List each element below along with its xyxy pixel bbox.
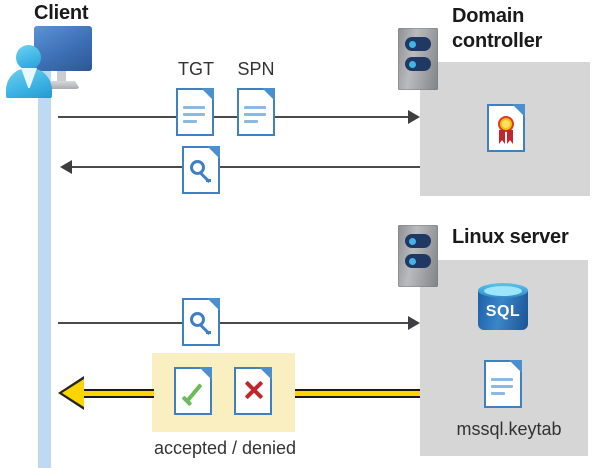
spn-document-icon [237,88,275,136]
keytab-filename-label: mssql.keytab [456,419,562,439]
message-1-arrow-head [408,110,420,124]
certificate-document-icon [487,104,525,152]
service-ticket-key-document-icon [182,146,220,194]
domain-controller-server-icon [398,28,438,90]
spn-label: SPN [237,59,275,79]
message-3-arrow-head [408,316,420,330]
client-lifeline [38,60,51,468]
message-2-arrow-head [60,160,72,174]
message-4-arrow-line-left [82,389,154,398]
message-4-arrow-line-right [295,389,420,398]
message-4-arrow-head [62,379,84,407]
tgt-label: TGT [178,59,214,79]
client-label: Client [34,2,89,24]
linux-server-server-icon [398,225,438,287]
domain-controller-label: Domain controller [452,5,543,52]
keytab-document-icon [484,360,522,408]
result-caption-label: accepted / denied [153,438,297,458]
denied-document-icon [234,367,272,415]
sql-label: SQL [485,303,521,320]
message-2-arrow-line [72,166,420,168]
sql-database-icon: SQL [478,283,528,337]
accepted-document-icon [174,367,212,415]
linux-server-label: Linux server [452,226,569,248]
message-3-arrow-line [58,322,409,324]
message-1-arrow-line [58,116,409,118]
service-request-key-document-icon [182,298,220,346]
client-computer-icon [4,26,94,98]
tgt-document-icon [176,88,214,136]
